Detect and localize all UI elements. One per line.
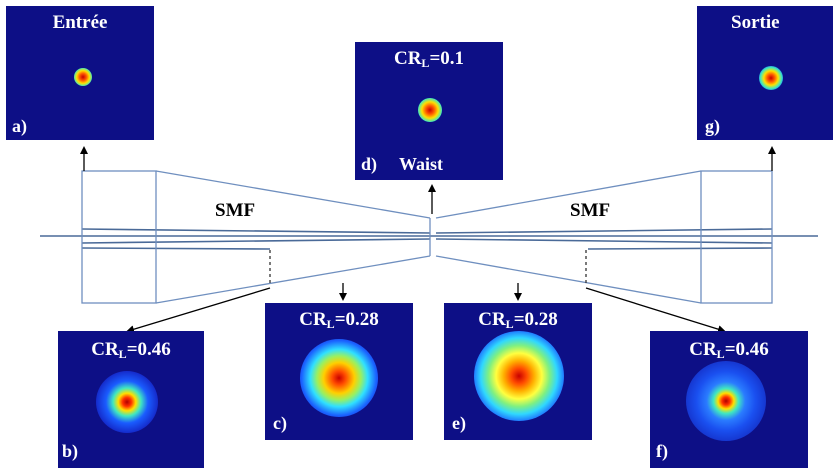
arrow-to-b [126,287,271,334]
panel-letter: f) [656,441,668,461]
panel-b: CRL=0.46 b) [58,331,204,468]
beam-spot [759,66,783,90]
panel-a-entree: Entrée a) [6,6,154,140]
panel-letter: g) [705,116,720,136]
beam-spot [300,339,378,417]
panel-c: CRL=0.28 c) [265,303,413,440]
smf-label-left: SMF [215,200,256,221]
panel-title: CRL=0.46 [91,339,171,361]
panel-title: CRL=0.28 [478,309,558,331]
panel-letter: a) [12,116,27,136]
panel-letter: b) [62,441,79,461]
taper-outline [81,170,773,304]
fiber-core [40,228,818,250]
arrows [80,146,776,334]
beam-spot [74,68,92,86]
panel-title: Sortie [731,12,780,33]
panel-title: CRL=0.46 [689,339,769,361]
panel-caption: Waist [399,154,444,174]
panel-d-waist: CRL=0.1 d) Waist [355,42,503,180]
arrow-to-f [585,287,726,334]
beam-spot [474,331,564,421]
panel-letter: d) [361,154,378,174]
smf-label-right: SMF [570,200,611,221]
beam-spot [96,371,158,433]
panel-g-sortie: Sortie g) [697,6,833,140]
panel-letter: e) [452,413,466,433]
panel-title: CRL=0.1 [393,48,465,70]
panel-title: CRL=0.28 [299,309,379,331]
panel-letter: c) [273,413,287,433]
beam-spot [418,98,442,122]
beam-spot [686,361,766,441]
panel-title: Entrée [52,12,108,33]
panel-e: CRL=0.28 e) [444,303,592,440]
panel-f: CRL=0.46 f) [650,331,808,468]
